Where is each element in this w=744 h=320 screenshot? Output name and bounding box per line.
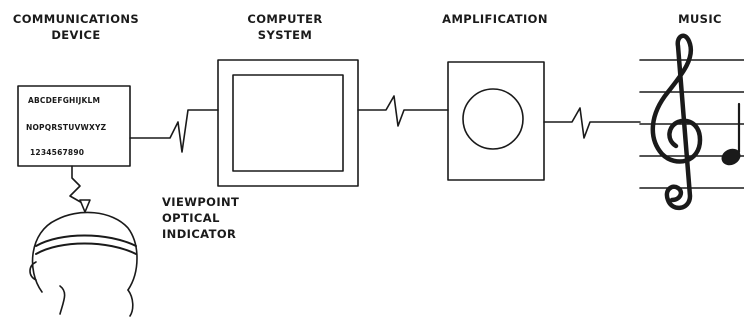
computer-label-line-2: SYSTEM	[230, 27, 340, 43]
card-row-letters-2: NOPQRSTUVWXYZ	[26, 123, 106, 132]
viewpoint-optical-indicator-label: VIEWPOINT OPTICAL INDICATOR	[162, 194, 239, 242]
head-lower	[128, 290, 133, 316]
computer-system-outer	[218, 60, 358, 186]
viewpoint-label-line-3: INDICATOR	[162, 226, 239, 242]
chin-line	[60, 286, 65, 314]
indicator-zigzag	[70, 166, 84, 204]
computer-system-screen	[233, 75, 343, 171]
communications-label-line-1: COMMUNICATIONS	[6, 11, 146, 27]
connection-zigzag-1	[130, 110, 218, 152]
connection-zigzag-3	[544, 108, 640, 138]
headband-inner	[36, 244, 136, 255]
connection-zigzag-2	[358, 96, 448, 126]
viewpoint-label-line-2: OPTICAL	[162, 210, 239, 226]
computer-label-line-1: COMPUTER	[230, 11, 340, 27]
communications-device-label: COMMUNICATIONS DEVICE	[6, 11, 146, 43]
card-row-letters-1: ABCDEFGHIJKLM	[28, 96, 100, 105]
communications-label-line-2: DEVICE	[6, 27, 146, 43]
speaker-circle	[463, 89, 523, 149]
card-row-digits: 1234567890	[30, 148, 84, 157]
amplification-label: AMPLIFICATION	[430, 11, 560, 27]
music-label: MUSIC	[672, 11, 728, 27]
head-outline	[33, 212, 137, 292]
viewpoint-label-line-1: VIEWPOINT	[162, 194, 239, 210]
computer-system-label: COMPUTER SYSTEM	[230, 11, 340, 43]
treble-clef-icon	[653, 36, 700, 208]
indicator-arrow-icon	[80, 200, 90, 212]
